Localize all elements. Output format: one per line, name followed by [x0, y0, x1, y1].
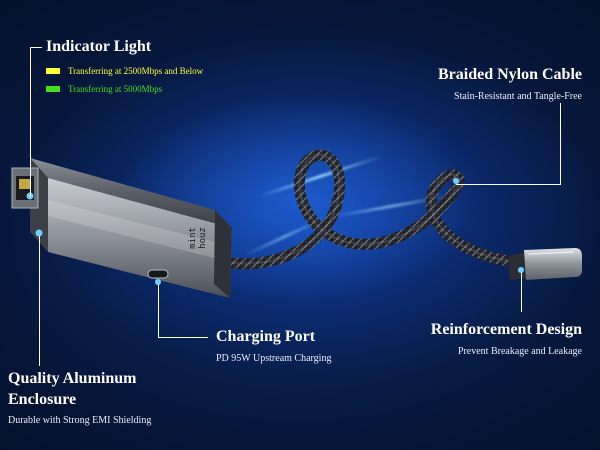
- leader-line-reinforcement: [521, 272, 522, 312]
- brand-mark: mint houz: [188, 227, 208, 249]
- indicator-dot: [155, 279, 161, 285]
- adapter-body: [30, 158, 232, 298]
- leader-line-indicator: [30, 47, 42, 48]
- braided-cable: [219, 149, 521, 270]
- indicator-light-title: Indicator Light: [46, 38, 152, 55]
- reinforcement-title: Reinforcement Design: [430, 321, 582, 338]
- ethernet-port: [11, 167, 39, 209]
- leader-line-charging: [158, 284, 159, 337]
- charging-port-title: Charging Port: [216, 328, 316, 345]
- leader-line-cable: [456, 184, 561, 185]
- legend-text: Transferring at 5000Mbps: [68, 84, 163, 94]
- legend-text: Transferring at 2500Mbps and Below: [68, 66, 204, 76]
- leader-line-cable: [560, 103, 561, 185]
- reinforcement-subtitle: Prevent Breakage and Leakage: [457, 346, 582, 357]
- leader-line-enclosure: [39, 236, 40, 366]
- indicator-dot: [518, 267, 524, 273]
- enclosure-subtitle: Durable with Strong EMI Shielding: [8, 415, 152, 426]
- usb-c-charging-port: [147, 269, 169, 279]
- green-swatch: [46, 86, 60, 92]
- legend-item-5000: Transferring at 5000Mbps: [46, 84, 162, 94]
- braided-cable-title: Braided Nylon Cable: [437, 66, 582, 83]
- enclosure-title-line2: Enclosure: [8, 391, 77, 408]
- leader-line-charging: [158, 337, 208, 338]
- indicator-dot: [453, 178, 459, 184]
- leader-line-indicator: [30, 47, 31, 197]
- indicator-dot: [35, 229, 43, 237]
- yellow-swatch: [46, 68, 60, 74]
- braided-cable-subtitle: Stain-Resistant and Tangle-Free: [454, 91, 582, 102]
- enclosure-title-line1: Quality Aluminum: [8, 370, 137, 387]
- charging-port-subtitle: PD 95W Upstream Charging: [216, 353, 332, 364]
- legend-item-2500: Transferring at 2500Mbps and Below: [46, 66, 203, 76]
- usb-c-plug: [508, 248, 582, 280]
